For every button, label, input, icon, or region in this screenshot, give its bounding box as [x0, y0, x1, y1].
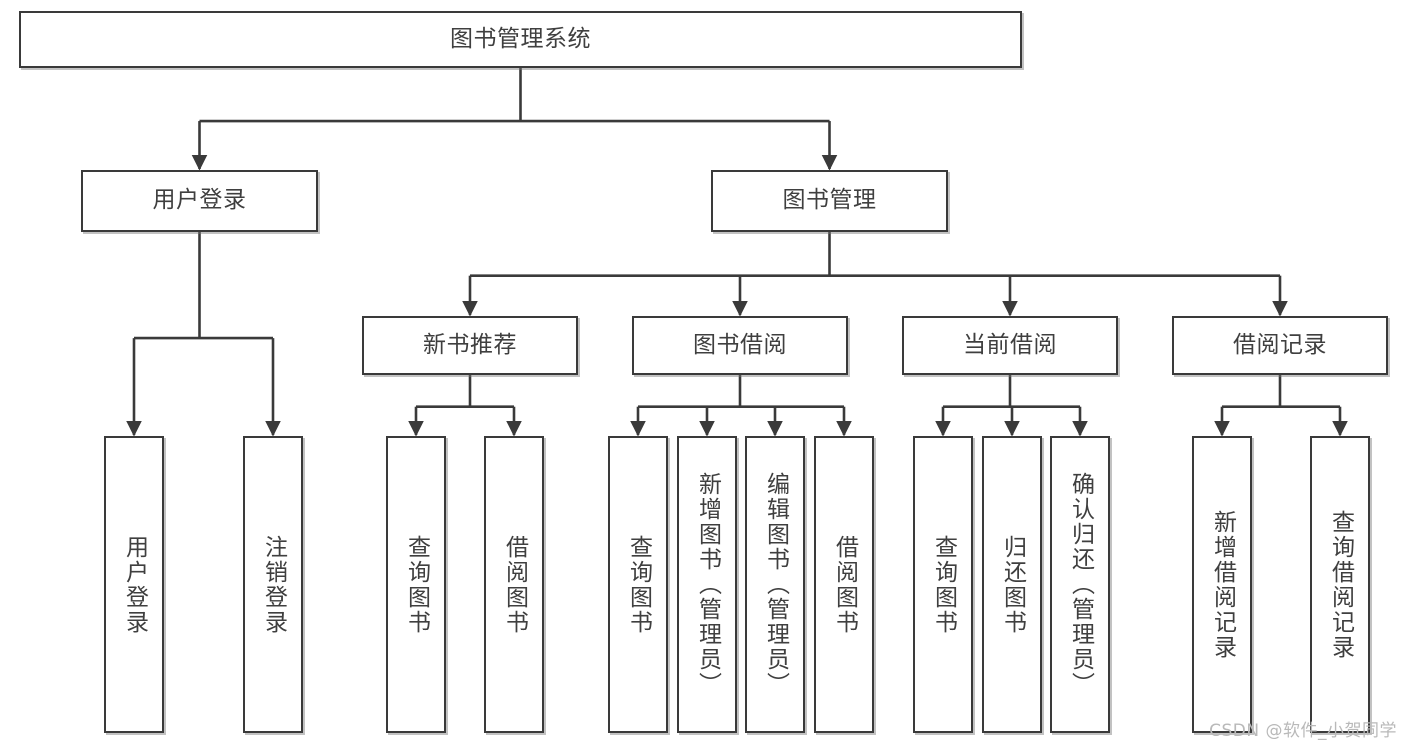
node-leaf-return-book[interactable]: 归还图书	[982, 436, 1042, 733]
node-new-book-recommend[interactable]: 新书推荐	[362, 316, 578, 375]
node-label: 借阅图书	[831, 534, 858, 635]
watermark-text: CSDN @软件_小贺同学	[1209, 721, 1397, 741]
node-current-borrow[interactable]: 当前借阅	[902, 316, 1118, 375]
node-label: 编辑图书（管理员）	[762, 472, 789, 697]
node-label: 新书推荐	[423, 331, 517, 358]
node-book-manage[interactable]: 图书管理	[711, 170, 948, 232]
node-leaf-query-book-current[interactable]: 查询图书	[913, 436, 973, 733]
node-label: 图书借阅	[693, 331, 787, 358]
node-leaf-confirm-return[interactable]: 确认归还（管理员）	[1050, 436, 1110, 733]
node-label: 归还图书	[999, 534, 1026, 635]
node-borrow-record[interactable]: 借阅记录	[1172, 316, 1388, 375]
node-label: 新增图书（管理员）	[694, 472, 721, 697]
node-label: 当前借阅	[963, 331, 1057, 358]
node-label: 借阅图书	[501, 534, 528, 635]
node-book-borrow[interactable]: 图书借阅	[632, 316, 848, 375]
node-label: 用户登录	[152, 187, 247, 214]
node-leaf-user-logout[interactable]: 注销登录	[243, 436, 303, 733]
node-leaf-borrow-book[interactable]: 借阅图书	[814, 436, 874, 733]
node-label: 查询图书	[930, 534, 957, 635]
node-leaf-query-book-rec[interactable]: 查询图书	[386, 436, 446, 733]
node-label: 查询图书	[403, 534, 430, 635]
node-root[interactable]: 图书管理系统	[19, 11, 1022, 68]
node-leaf-edit-book[interactable]: 编辑图书（管理员）	[745, 436, 805, 733]
node-label: 图书管理	[782, 187, 877, 214]
node-label: 图书管理系统	[450, 25, 591, 52]
node-leaf-add-record[interactable]: 新增借阅记录	[1192, 436, 1252, 733]
node-leaf-query-record[interactable]: 查询借阅记录	[1310, 436, 1370, 733]
node-leaf-user-login[interactable]: 用户登录	[104, 436, 164, 733]
node-user-login[interactable]: 用户登录	[81, 170, 318, 232]
node-label: 注销登录	[260, 534, 287, 635]
node-label: 新增借阅记录	[1209, 509, 1236, 660]
node-label: 确认归还（管理员）	[1067, 472, 1094, 697]
node-label: 查询图书	[625, 534, 652, 635]
node-leaf-borrow-book-rec[interactable]: 借阅图书	[484, 436, 544, 733]
node-label: 借阅记录	[1233, 331, 1327, 358]
node-leaf-query-book-borrow[interactable]: 查询图书	[608, 436, 668, 733]
node-label: 查询借阅记录	[1327, 509, 1354, 660]
node-leaf-add-book[interactable]: 新增图书（管理员）	[677, 436, 737, 733]
node-label: 用户登录	[121, 534, 148, 635]
